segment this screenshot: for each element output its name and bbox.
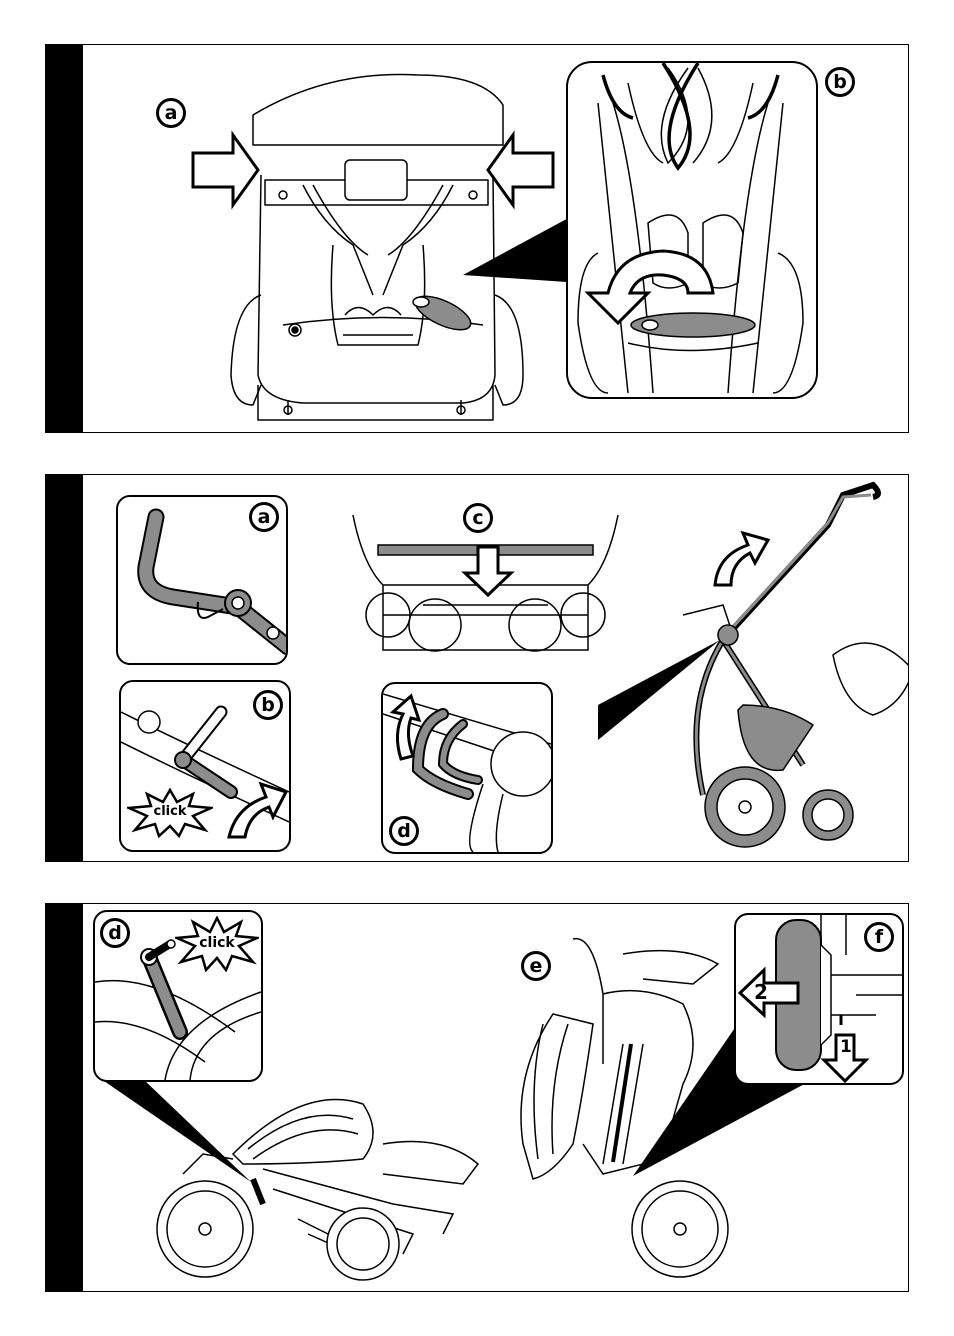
step-panel-3: click d e 2 1 f [45,903,909,1292]
rotate-arrow-icon [588,251,713,323]
detail-inset-b [566,61,818,399]
step-number-1: 1 [840,1037,852,1057]
step-number-2: 2 [754,980,768,1004]
click-label: click [175,935,259,951]
click-burst-icon: click [175,916,259,972]
step-label-a: a [249,502,279,532]
step-label-b: b [825,67,855,97]
panel-side-strip [46,45,83,432]
click-burst-icon: click [127,788,213,838]
push-arrow-icon [193,135,258,205]
step-label-f: f [864,922,894,952]
click-label: click [127,804,213,819]
step-label-c: c [463,503,493,533]
step-label-d: d [100,918,130,948]
step-label-b: b [253,690,283,720]
step-panel-2: c a cl [45,474,909,862]
step-label-d: d [389,816,419,846]
panel-side-strip [46,475,83,861]
step-label-a: a [156,98,186,128]
curved-arrow-icon [715,533,768,585]
step-label-e: e [521,951,551,981]
step-panel-1: a b [45,44,909,433]
zoom-wedge [101,1079,251,1182]
panel-side-strip [46,904,83,1291]
